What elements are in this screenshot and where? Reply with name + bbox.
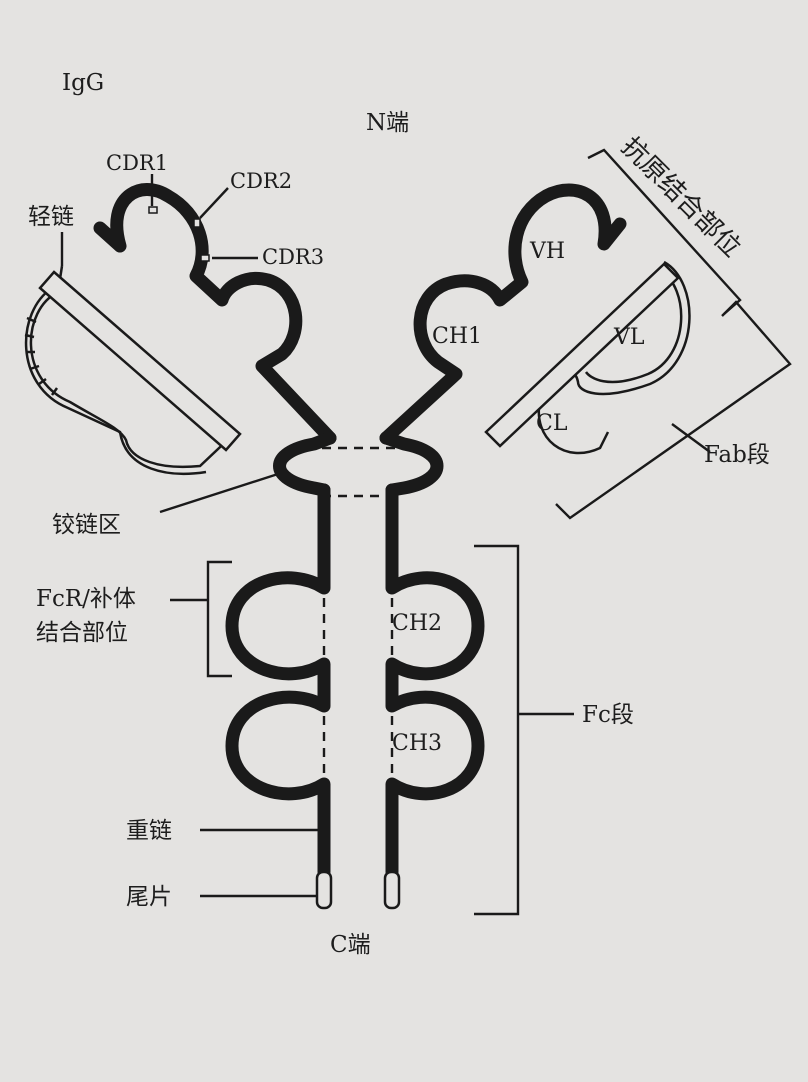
ch3-label: CH3 — [392, 731, 442, 756]
tail-pieces — [315, 870, 401, 910]
right-band — [484, 262, 680, 448]
vl-label: VL — [613, 325, 645, 350]
fcr-bracket — [170, 560, 232, 678]
right-heavy-chain — [379, 183, 627, 445]
heavy-chain-label: 重链 — [126, 818, 172, 844]
left-heavy-chain — [93, 182, 337, 445]
antigen-binding-site-label: 抗原结合部位 — [615, 132, 747, 264]
hinge — [273, 431, 444, 498]
left-band — [38, 270, 242, 452]
fc-fragment-label: Fc段 — [582, 702, 634, 728]
fc-stem — [225, 483, 485, 879]
light-chain-label: 轻链 — [28, 204, 74, 230]
fab-bracket — [555, 300, 792, 520]
vh-label: VH — [529, 239, 565, 264]
fcr-site-label-line2: 结合部位 — [36, 620, 128, 646]
cdr1-label: CDR1 — [106, 151, 168, 175]
tail-piece-label: 尾片 — [126, 884, 172, 910]
leader-lines — [60, 174, 322, 898]
molecule-label: IgG — [62, 70, 104, 96]
hinge-region-label: 铰链区 — [52, 512, 121, 538]
cdr-markers — [148, 206, 210, 262]
cdr2-label: CDR2 — [230, 169, 292, 193]
right-light-chain — [537, 260, 691, 455]
ch1-label: CH1 — [432, 324, 482, 349]
fcr-site-label-line1: FcR/补体 — [36, 586, 136, 612]
left-light-chain — [24, 265, 237, 476]
fc-bracket — [474, 544, 574, 916]
ch2-label: CH2 — [392, 611, 442, 636]
c-terminus-label: C端 — [330, 932, 371, 958]
n-terminus-label: N端 — [366, 110, 409, 136]
light-chain-stripes — [24, 316, 59, 396]
cl-label: CL — [536, 411, 568, 436]
fab-fragment-label: Fab段 — [704, 442, 770, 468]
cdr3-label: CDR3 — [262, 245, 324, 269]
